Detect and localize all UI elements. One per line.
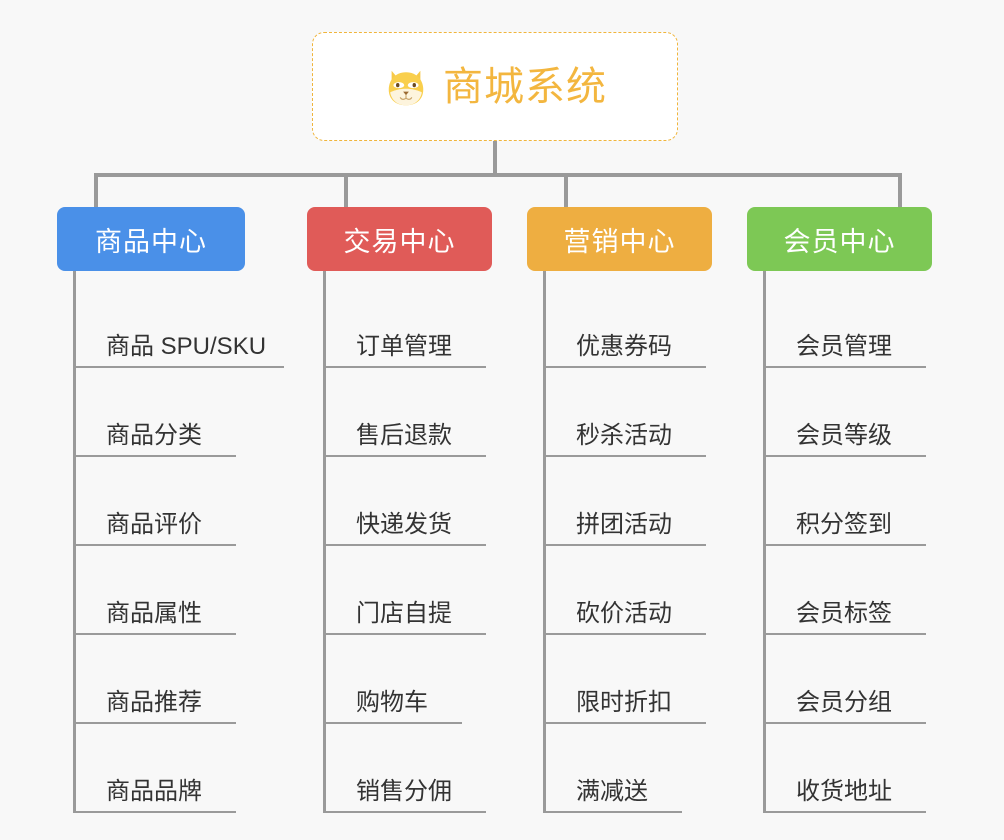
connector-horizontal-bus: [94, 173, 902, 177]
leaf-item[interactable]: 商品品牌: [76, 724, 325, 813]
leaf-item[interactable]: 满减送: [546, 724, 765, 813]
leaf-item[interactable]: 订单管理: [326, 279, 545, 368]
leaf-label: 商品推荐: [106, 689, 202, 716]
branch-header-member-center[interactable]: 会员中心: [747, 207, 932, 271]
connector-drop-1: [94, 173, 98, 209]
leaf-item[interactable]: 会员等级: [766, 368, 985, 457]
leaf-item[interactable]: 砍价活动: [546, 546, 765, 635]
leaf-label: 秒杀活动: [576, 422, 672, 449]
leaf-list-product-center: 商品 SPU/SKU 商品分类 商品评价 商品属性 商品推荐 商品品牌: [73, 271, 325, 813]
leaf-label: 优惠券码: [576, 333, 672, 360]
leaf-item[interactable]: 会员标签: [766, 546, 985, 635]
leaf-label: 积分签到: [796, 511, 892, 538]
branch-header-label: 会员中心: [783, 226, 896, 257]
connector-drop-4: [898, 173, 902, 209]
leaf-label: 购物车: [356, 689, 428, 716]
leaf-list-member-center: 会员管理 会员等级 积分签到 会员标签 会员分组 收货地址: [763, 271, 985, 813]
leaf-item[interactable]: 商品属性: [76, 546, 325, 635]
leaf-label: 会员标签: [796, 600, 892, 627]
branch-trade-center: 交易中心 订单管理 售后退款 快递发货 门店自提 购物车 销售分佣: [307, 207, 545, 813]
branch-header-label: 商品中心: [95, 226, 207, 257]
leaf-item[interactable]: 门店自提: [326, 546, 545, 635]
leaf-label: 商品评价: [106, 511, 202, 538]
branch-header-product-center[interactable]: 商品中心: [57, 207, 245, 271]
leaf-list-trade-center: 订单管理 售后退款 快递发货 门店自提 购物车 销售分佣: [323, 271, 545, 813]
root-node[interactable]: 商城系统: [312, 32, 678, 141]
leaf-label: 收货地址: [796, 778, 892, 805]
leaf-item[interactable]: 商品 SPU/SKU: [76, 279, 325, 368]
leaf-label: 销售分佣: [356, 778, 452, 805]
branch-product-center: 商品中心 商品 SPU/SKU 商品分类 商品评价 商品属性 商品推荐 商品品牌: [57, 207, 325, 813]
leaf-label: 拼团活动: [576, 511, 672, 538]
leaf-item[interactable]: 限时折扣: [546, 635, 765, 724]
leaf-item[interactable]: 会员分组: [766, 635, 985, 724]
leaf-item[interactable]: 购物车: [326, 635, 545, 724]
leaf-item[interactable]: 销售分佣: [326, 724, 545, 813]
leaf-label: 商品分类: [106, 422, 202, 449]
leaf-item[interactable]: 拼团活动: [546, 457, 765, 546]
leaf-item[interactable]: 秒杀活动: [546, 368, 765, 457]
leaf-item[interactable]: 商品分类: [76, 368, 325, 457]
leaf-list-marketing-center: 优惠券码 秒杀活动 拼团活动 砍价活动 限时折扣 满减送: [543, 271, 765, 813]
leaf-label: 砍价活动: [576, 600, 672, 627]
leaf-label: 订单管理: [356, 333, 452, 360]
leaf-label: 售后退款: [356, 422, 452, 449]
leaf-item[interactable]: 收货地址: [766, 724, 985, 813]
leaf-item[interactable]: 优惠券码: [546, 279, 765, 368]
branch-header-label: 交易中心: [343, 226, 456, 257]
root-title: 商城系统: [443, 64, 607, 109]
leaf-item[interactable]: 商品推荐: [76, 635, 325, 724]
branch-member-center: 会员中心 会员管理 会员等级 积分签到 会员标签 会员分组 收货地址: [747, 207, 985, 813]
branch-marketing-center: 营销中心 优惠券码 秒杀活动 拼团活动 砍价活动 限时折扣 满减送: [527, 207, 765, 813]
leaf-label: 商品品牌: [106, 778, 202, 805]
leaf-item[interactable]: 商品评价: [76, 457, 325, 546]
branch-header-trade-center[interactable]: 交易中心: [307, 207, 492, 271]
connector-drop-2: [344, 173, 348, 209]
leaf-label: 商品 SPU/SKU: [106, 333, 267, 360]
leaf-label: 限时折扣: [576, 689, 672, 716]
dog-face-icon: [388, 70, 424, 105]
leaf-label: 门店自提: [356, 600, 452, 627]
leaf-label: 会员等级: [796, 422, 892, 449]
leaf-label: 会员分组: [796, 689, 892, 716]
branch-header-label: 营销中心: [563, 226, 676, 257]
leaf-item[interactable]: 快递发货: [326, 457, 545, 546]
leaf-label: 满减送: [576, 778, 648, 805]
leaf-label: 商品属性: [106, 600, 202, 627]
connector-root-stem: [493, 141, 497, 177]
leaf-label: 快递发货: [356, 511, 452, 538]
leaf-item[interactable]: 售后退款: [326, 368, 545, 457]
branch-header-marketing-center[interactable]: 营销中心: [527, 207, 712, 271]
connector-drop-3: [564, 173, 568, 209]
leaf-item[interactable]: 积分签到: [766, 457, 985, 546]
leaf-item[interactable]: 会员管理: [766, 279, 985, 368]
leaf-label: 会员管理: [796, 333, 892, 360]
